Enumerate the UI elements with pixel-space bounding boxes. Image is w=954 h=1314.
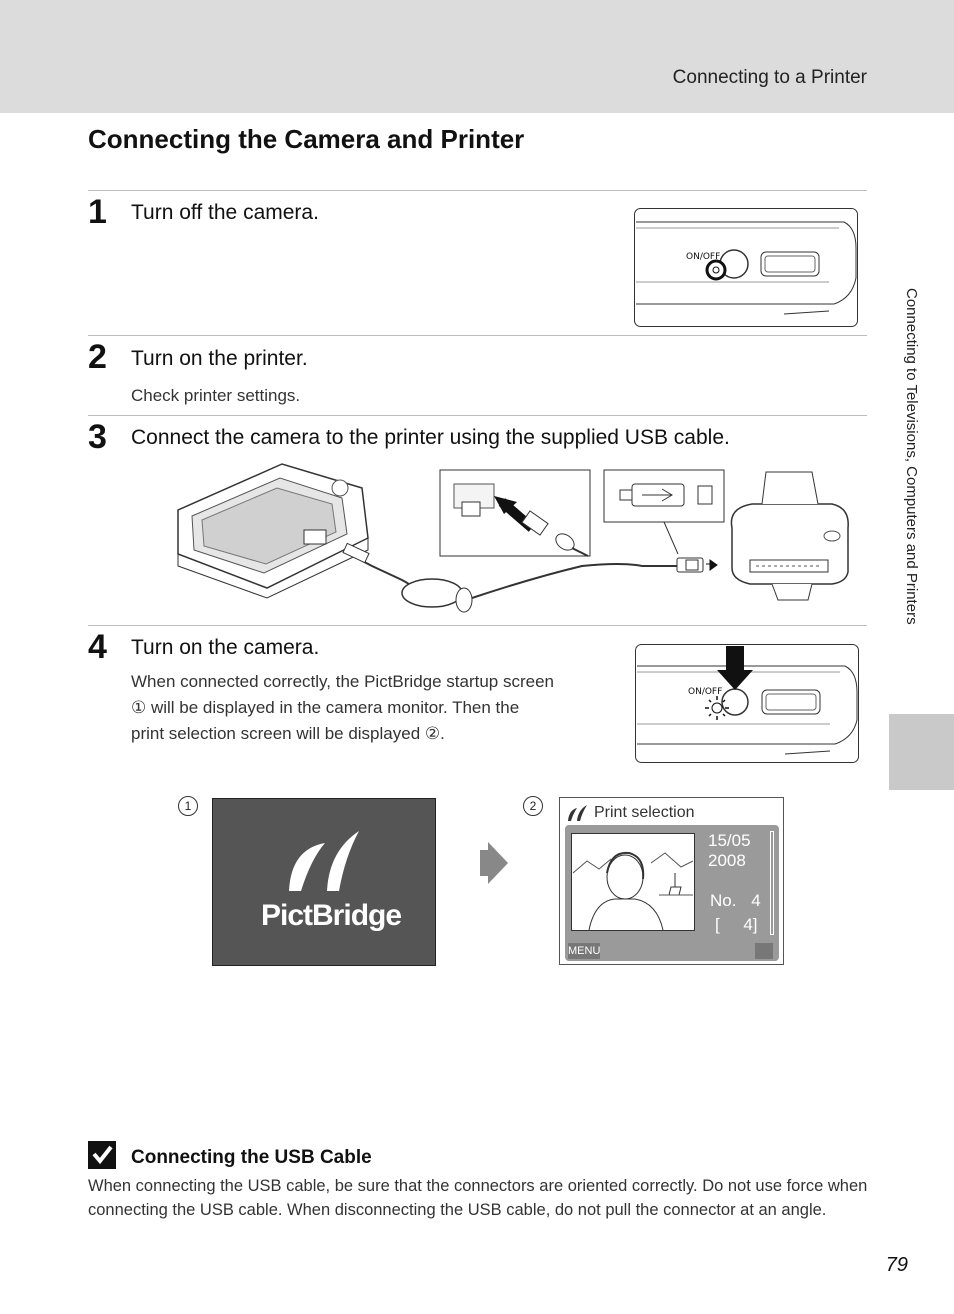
next-arrow-icon [480,842,508,884]
print-count: [ 4] [715,915,758,934]
divider [88,625,867,626]
divider [88,335,867,336]
screen-marker-2: 2 [523,796,543,816]
step-3-title: Connect the camera to the printer using … [131,426,730,449]
step-2-title: Turn on the printer. [131,347,308,370]
page-title: Connecting the Camera and Printer [88,124,525,154]
note-body: When connecting the USB cable, be sure t… [88,1177,868,1219]
print-date-year: 2008 [708,851,746,870]
step-4-body: When connected correctly, the PictBridge… [131,669,554,747]
checkmark-note-icon [88,1141,116,1169]
thumbnail-view-icon [755,943,773,959]
pictbridge-startup-screen: PictBridge [212,798,436,966]
step-2-body: Check printer settings. [131,386,301,405]
step-1-title: Turn off the camera. [131,201,319,224]
print-date-day: 15/05 [708,831,751,850]
step-4-title: Turn on the camera. [131,636,320,659]
camera-top-off-illustration: ON/OFF [634,208,858,327]
page-number: 79 [885,1254,908,1276]
divider [88,190,867,191]
print-number-value: 4 [751,891,761,910]
print-selection-panel: 15/05 2008 No. 4 [ 4] [565,825,779,961]
print-number: No. 4 [710,891,761,911]
print-selection-title: Print selection [594,804,695,821]
pictbridge-logo-icon [289,831,359,891]
header-band [0,0,954,113]
pictbridge-wordmark: PictBridge [261,899,402,932]
on-off-label: ON/OFF [688,687,722,697]
photo-thumbnail-icon [571,833,695,931]
divider [88,415,867,416]
print-date: 15/05 2008 [708,831,751,871]
step-4-body-line: ① will be displayed in the camera monito… [131,698,520,717]
side-chapter-tab [889,714,954,790]
camera-top-on-illustration: ON/OFF [635,644,859,763]
step-2-number: 2 [88,338,107,376]
print-selection-screen: Print selection 15/05 2008 No. 4 [ 4] ME… [559,797,784,965]
menu-icon: MENU [568,943,601,959]
note-title: Connecting the USB Cable [131,1147,372,1168]
step-4-body-line: When connected correctly, the PictBridge… [131,672,554,691]
step-1-number: 1 [88,193,107,231]
running-header: Connecting to a Printer [672,67,867,88]
step-4-number: 4 [88,628,107,666]
usb-connection-illustration [177,463,849,613]
step-4-body-line: print selection screen will be displayed… [131,724,445,743]
side-chapter-label: Connecting to Televisions, Computers and… [903,288,920,625]
screen-marker-1: 1 [178,796,198,816]
scrollbar [770,831,774,935]
step-3-number: 3 [88,418,107,456]
print-number-label: No. [710,891,737,910]
on-off-label: ON/OFF [686,252,720,262]
pictbridge-small-icon [568,805,587,821]
